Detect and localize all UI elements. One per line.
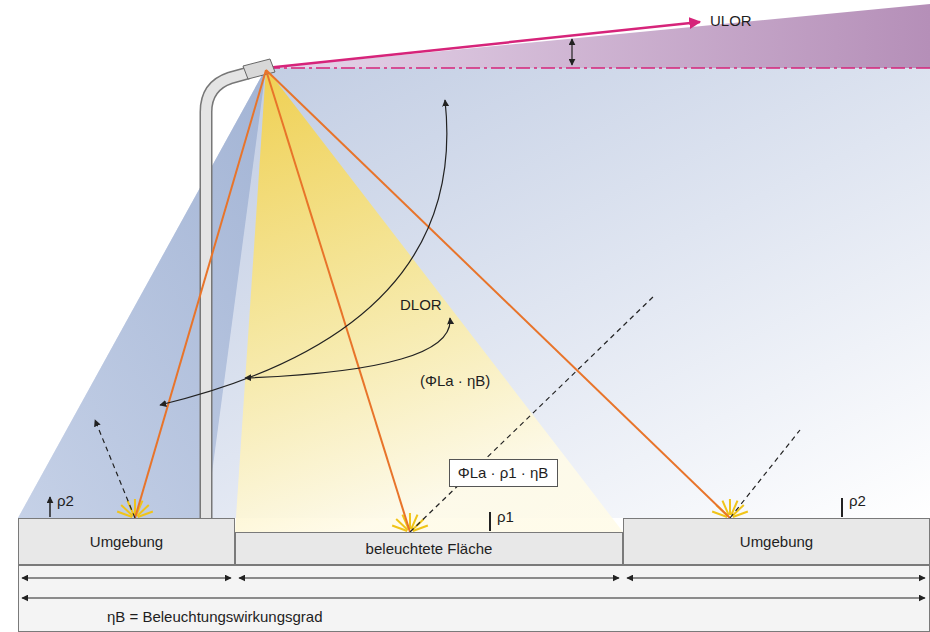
extent-arrow: [239, 577, 619, 578]
band-fill: [18, 565, 930, 632]
label-text: DLOR: [400, 296, 442, 313]
flux-label: (ΦLa · ηB): [420, 372, 490, 390]
label-text: ρ2: [849, 492, 866, 509]
label-text: ρ1: [497, 508, 514, 525]
reflected-ray: [730, 430, 800, 518]
ground-fill: [623, 518, 930, 565]
extent-arrow: [627, 577, 925, 578]
upward-light-area: [266, 4, 930, 68]
node-text: Umgebung: [740, 533, 813, 551]
reflectance-tick: [489, 512, 491, 531]
extent-arrow: [22, 577, 231, 578]
formula-box: ΦLa · ρ1 · ηB: [449, 459, 558, 487]
burst-stroke: [138, 511, 153, 517]
ground-area: Umgebung: [18, 518, 235, 565]
pole-outline: [206, 73, 248, 518]
burst-stroke: [733, 511, 748, 517]
label-text: ρ2: [57, 492, 74, 509]
burst-stroke: [729, 499, 731, 515]
node-text: ηB = Beleuchtungswirkungsgrad: [107, 608, 323, 626]
angle-arrow: [571, 39, 572, 65]
dlor-label: DLOR: [400, 296, 442, 314]
ground-area: Umgebung: [623, 518, 930, 565]
ulor-label: ULOR: [710, 12, 752, 30]
ground-fill: [235, 532, 623, 565]
node-text: ΦLa · ρ1 · ηB: [458, 464, 549, 482]
node-text: Umgebung: [90, 533, 163, 551]
dlor-arc: [160, 100, 447, 405]
useful-flux-arc: [245, 318, 450, 378]
node-text: beleuchtete Fläche: [366, 540, 493, 558]
label-text: ULOR: [710, 12, 752, 29]
light-ray: [266, 70, 730, 518]
reflectance-label: ρ1: [497, 508, 514, 526]
reflectance-tick: [49, 497, 51, 517]
extent-arrow: [22, 597, 925, 598]
illuminated-area: beleuchtete Fläche: [235, 532, 623, 565]
label-text: (ΦLa · ηB): [420, 372, 490, 389]
luminaire-head: [243, 59, 275, 79]
useful-light-cone: [235, 68, 623, 532]
ulor-arrow: [266, 22, 700, 68]
reflected-ray: [410, 295, 655, 532]
reflectance-label: ρ2: [57, 492, 74, 510]
efficiency-band: ηB = Beleuchtungswirkungsgrad: [18, 565, 930, 632]
light-ray: [135, 70, 266, 518]
reflectance-tick: [841, 498, 843, 517]
pole: [206, 73, 248, 518]
ground-fill: [18, 518, 235, 565]
reflectance-label: ρ2: [849, 492, 866, 510]
burst-stroke: [413, 525, 428, 531]
horizontal-line: [266, 67, 930, 69]
reflected-ray: [95, 420, 135, 518]
reflection-bursts: [117, 499, 748, 531]
backward-light-wedge: [18, 68, 266, 518]
